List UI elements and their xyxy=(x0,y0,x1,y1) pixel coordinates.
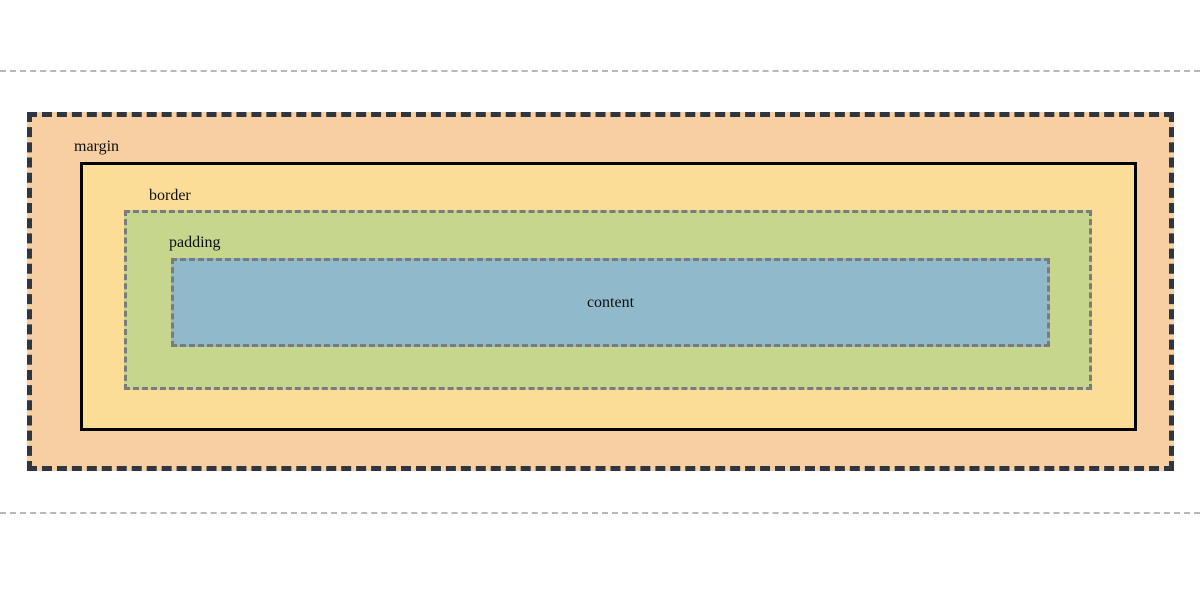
content-label: content xyxy=(586,293,635,311)
guide-rule-top xyxy=(0,70,1200,72)
content-box: content xyxy=(171,258,1050,347)
padding-label: padding xyxy=(169,234,221,251)
border-label: border xyxy=(149,187,191,204)
margin-box: margin border padding content xyxy=(27,112,1174,471)
border-box: border padding content xyxy=(80,162,1137,431)
margin-label: margin xyxy=(74,138,120,155)
guide-rule-bottom xyxy=(0,512,1200,514)
padding-box: padding content xyxy=(124,210,1092,390)
